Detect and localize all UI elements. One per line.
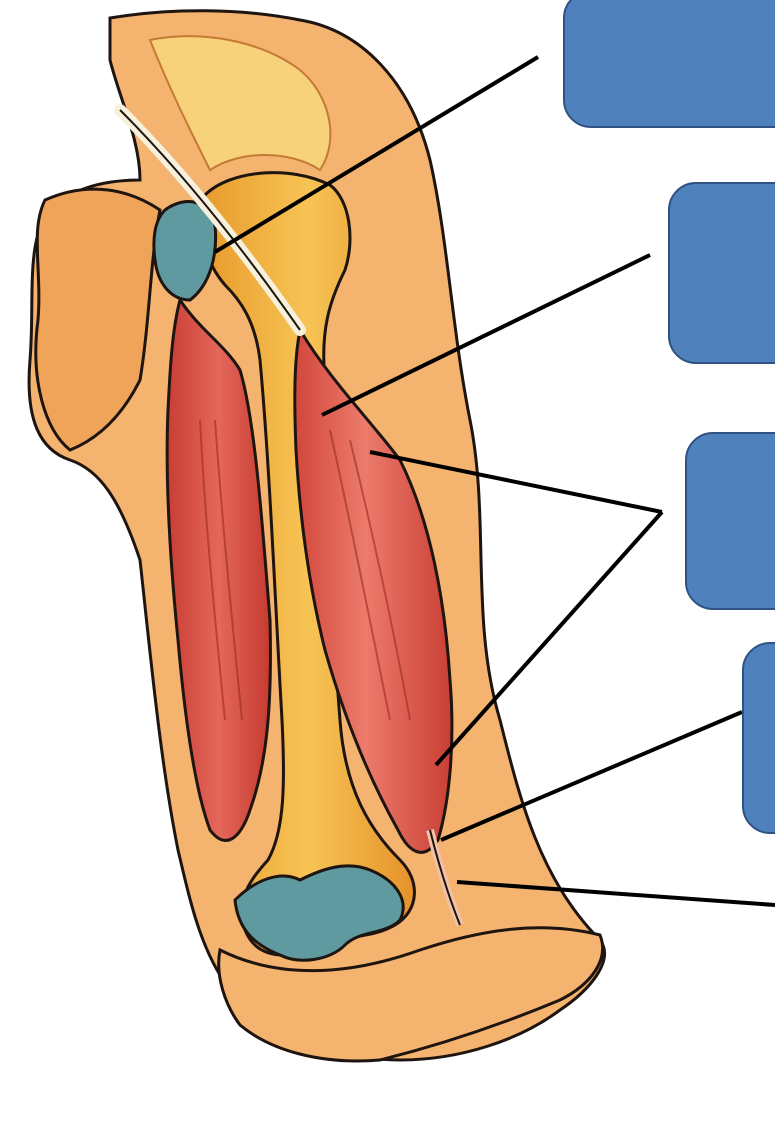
label-box-3 [685, 432, 775, 610]
label-box-4 [742, 642, 775, 834]
label-box-1 [563, 0, 775, 128]
label-box-2 [668, 182, 775, 364]
